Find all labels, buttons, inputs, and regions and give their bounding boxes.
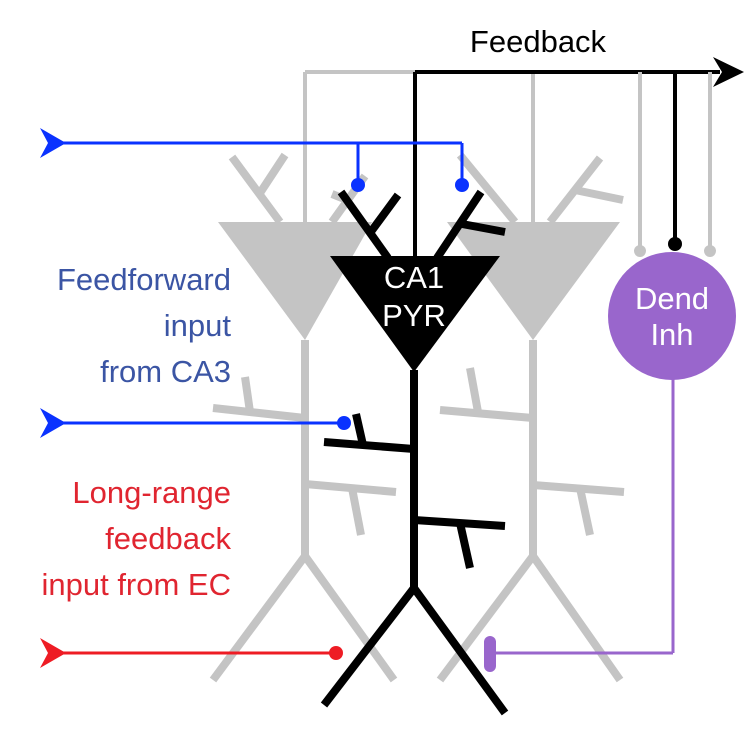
ca1-pyr-dendrites — [320, 189, 509, 716]
neighbor-collaterals — [638, 72, 712, 250]
synapse-gray-right — [704, 245, 716, 257]
ca1-pyr-label-line2: PYR — [382, 298, 446, 333]
longrange-label-line3: input from EC — [41, 567, 231, 602]
synapse-ff-apical-right — [455, 178, 469, 192]
longrange-label-line2: feedback — [105, 521, 231, 556]
neighbor-neuron-left — [209, 72, 398, 683]
feedforward-label: Feedforward input from CA3 — [57, 262, 231, 389]
neighbor-soma-right — [447, 222, 620, 340]
feedback-label: Feedback — [470, 24, 607, 59]
feedforward-label-line2: input — [164, 308, 232, 343]
feedforward-label-line1: Feedforward — [57, 262, 231, 297]
longrange-label-line1: Long-range — [72, 475, 231, 510]
ca1-pyr-soma — [330, 256, 500, 372]
feedback-arrowhead-icon — [713, 57, 744, 87]
synapse-longrange — [329, 646, 343, 660]
synapse-ff-proximal — [337, 416, 351, 430]
synapse-ff-apical-left — [351, 178, 365, 192]
neighbor-soma-left — [218, 222, 372, 340]
feedforward-mid-arrowhead-icon — [40, 408, 66, 438]
synapse-black-feedback — [668, 237, 682, 251]
ca1-pyr-label-line1: CA1 — [384, 260, 444, 295]
dend-inh-label-line1: Dend — [635, 281, 709, 316]
dend-inh-label-line2: Inh — [650, 317, 693, 352]
longrange-label: Long-range feedback input from EC — [41, 475, 231, 602]
feedforward-top-arrowhead-icon — [40, 128, 66, 158]
feedforward-input-top — [48, 141, 464, 183]
dend-inh-soma — [608, 252, 736, 380]
longrange-arrowhead-icon — [40, 638, 66, 668]
neighbor-neuron-right — [436, 72, 625, 683]
feedforward-label-line3: from CA3 — [100, 354, 231, 389]
feedback-axon — [413, 70, 720, 256]
synapse-gray-left — [634, 245, 646, 257]
inhibitory-synapse-bar-icon — [484, 636, 496, 672]
